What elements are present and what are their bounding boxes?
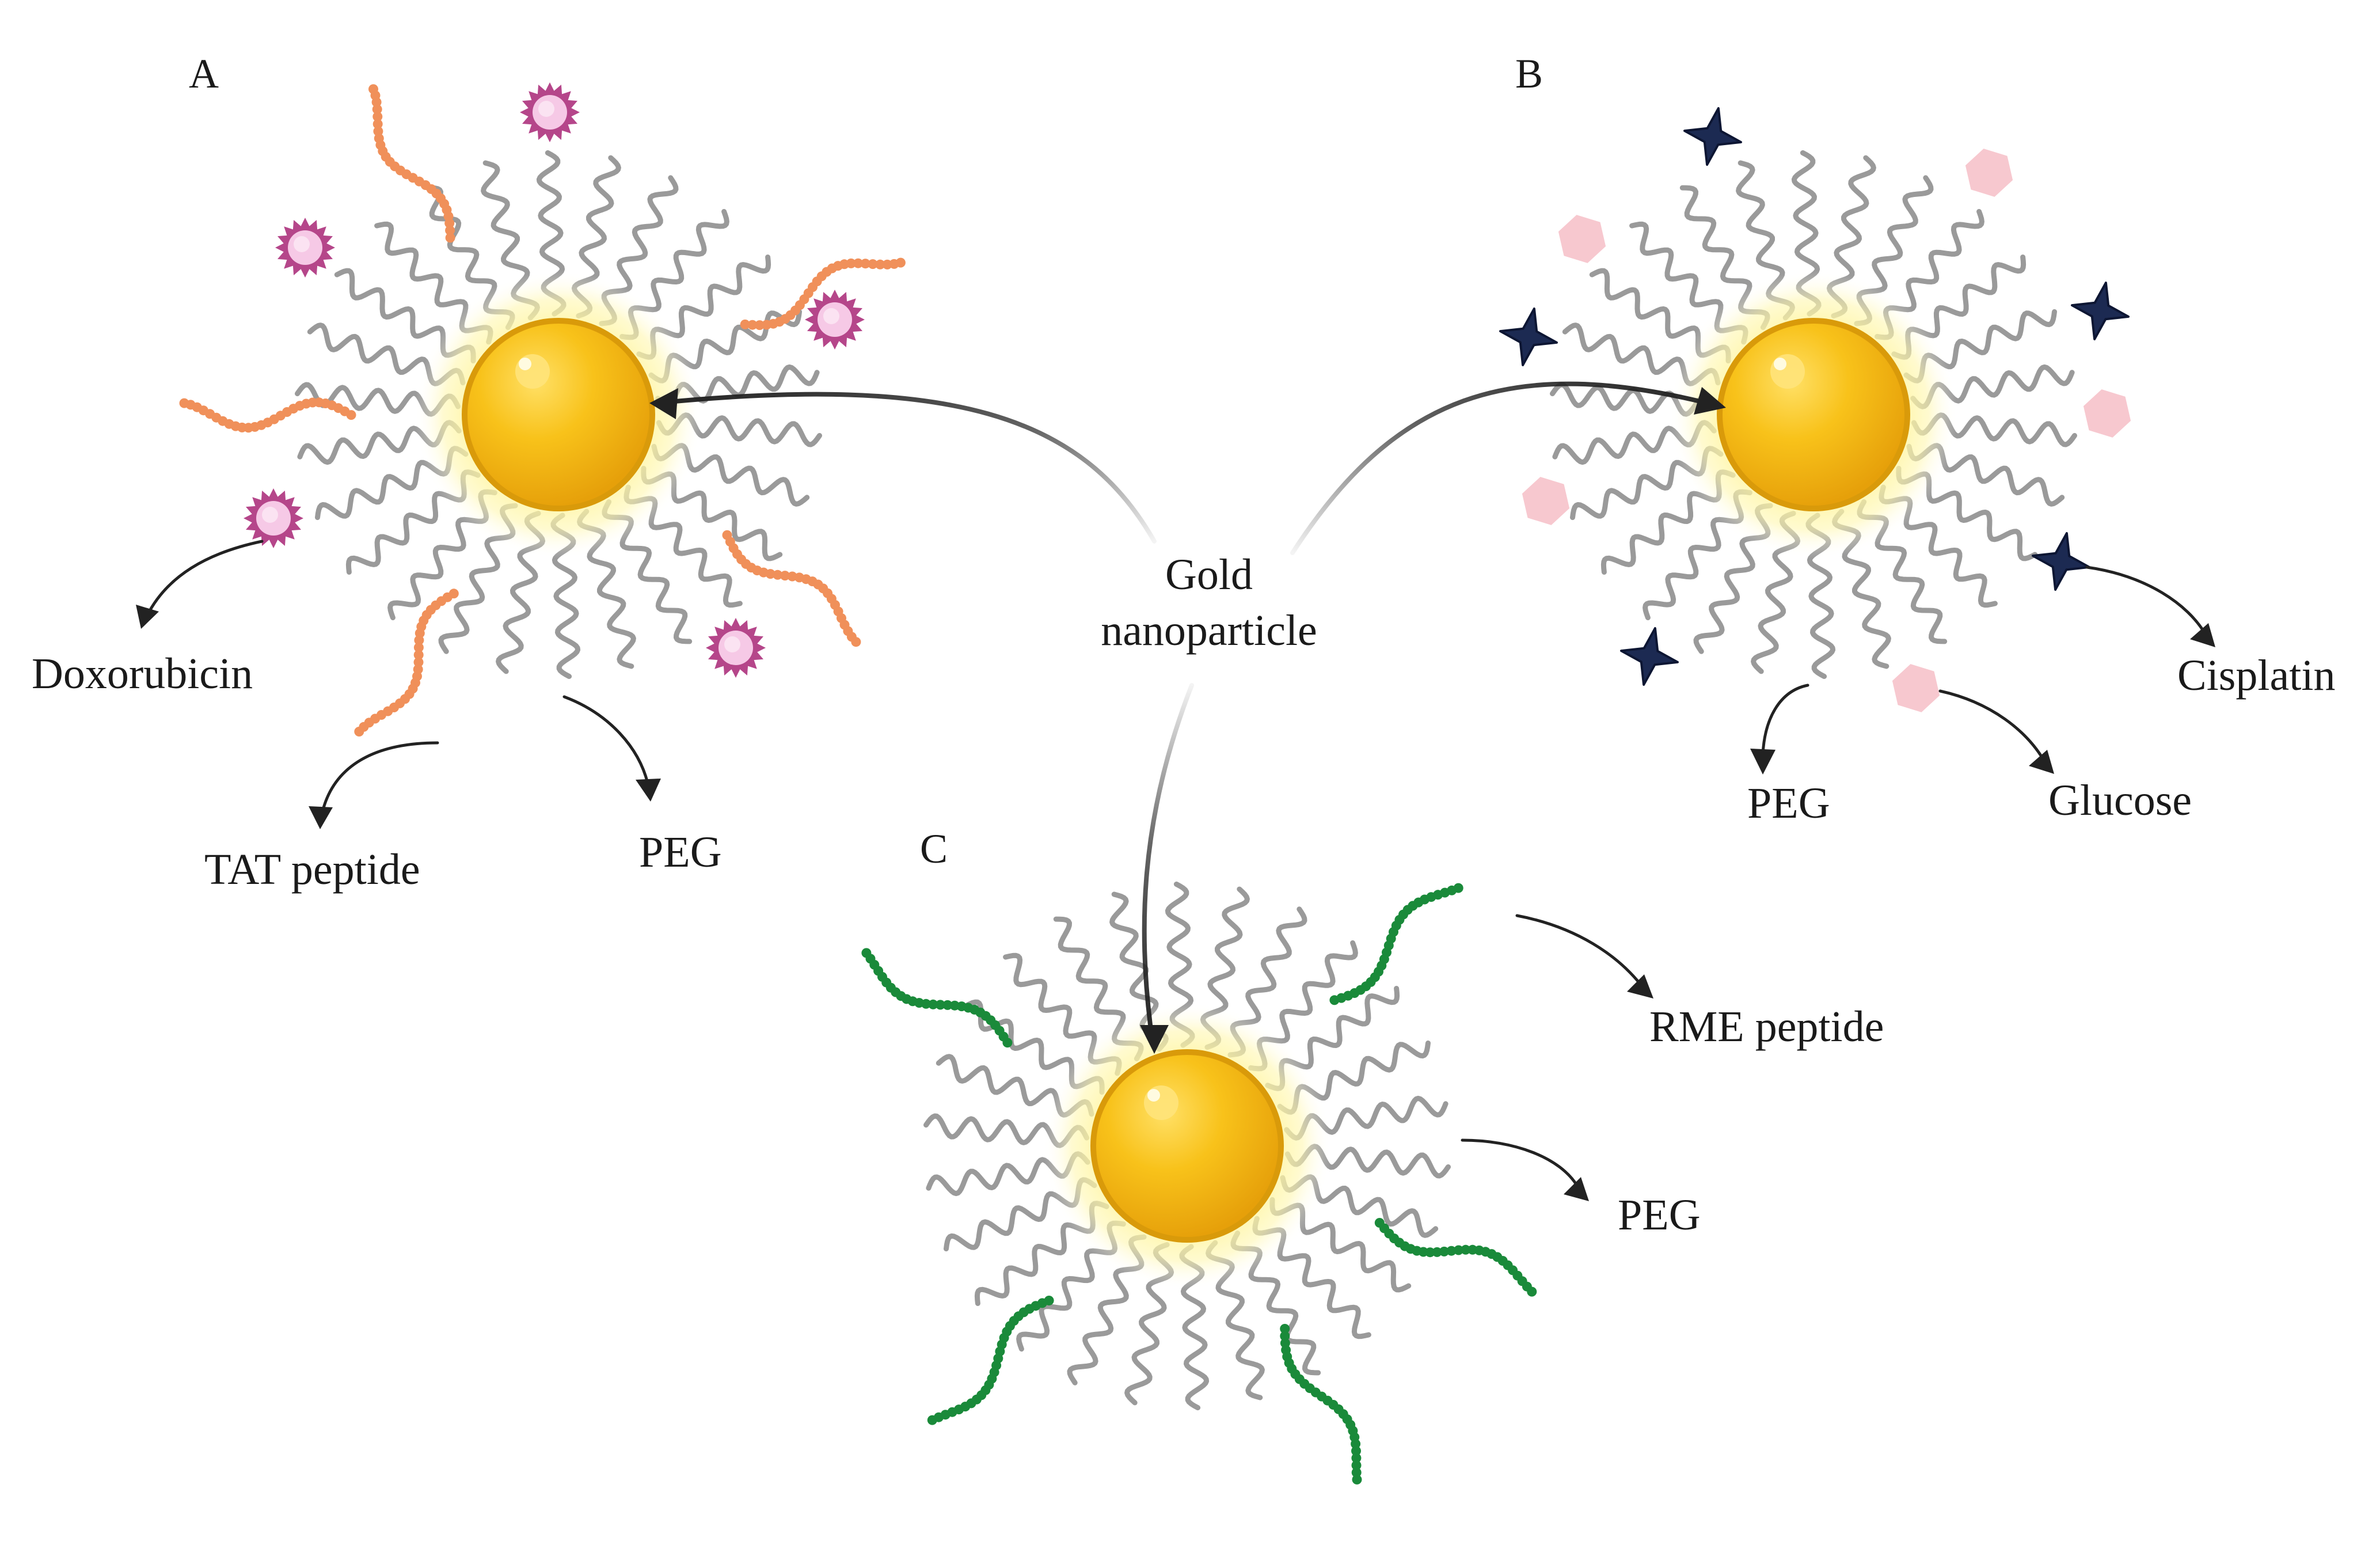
- tat-peptide-chain: [740, 257, 906, 331]
- label-peg-A: PEG: [639, 828, 722, 876]
- center-arrows: [649, 381, 1726, 1054]
- pointer-peg-C-head: [1564, 1177, 1589, 1201]
- nanoparticle-A: [179, 82, 906, 737]
- label-rme-peptide: RME peptide: [1649, 1003, 1884, 1051]
- rme-peptide-chain: [1374, 1218, 1537, 1297]
- cisplatin-icon: [1683, 107, 1742, 166]
- label-peg-C: PEG: [1618, 1191, 1701, 1239]
- label-glucose: Glucose: [2048, 776, 2192, 825]
- pointer-glucose-head: [2029, 750, 2054, 774]
- gold-core-glint: [1774, 358, 1786, 370]
- glucose-icon: [1522, 477, 1570, 525]
- tat-peptide-chain: [722, 530, 861, 647]
- gold-core-highlight: [1770, 354, 1805, 389]
- cisplatin-icon: [1499, 308, 1558, 366]
- pointer-peg-A-head: [636, 779, 661, 802]
- arrow-head-C: [1140, 1025, 1169, 1054]
- tat-peptide-chain: [179, 397, 356, 433]
- arrow-head-B: [1694, 387, 1726, 415]
- center-label-line2: nanoparticle: [1101, 606, 1317, 655]
- gold-core-highlight: [1144, 1085, 1178, 1120]
- panel-C-annotations: RME peptide PEG: [1461, 914, 1884, 1239]
- pointer-tat-head: [309, 806, 333, 829]
- gold-core-glint: [519, 358, 531, 370]
- panel-letter-C: C: [920, 826, 948, 872]
- label-cisplatin: Cisplatin: [2177, 651, 2335, 700]
- pointer-cisplatin-head: [2190, 623, 2215, 647]
- nanoparticle-C: [861, 881, 1537, 1485]
- pointer-tat: [321, 741, 439, 814]
- doxorubicin-icon: [706, 618, 766, 678]
- doxorubicin-icon: [275, 218, 335, 278]
- label-doxorubicin: Doxorubicin: [32, 650, 253, 698]
- rme-peptide-chain: [861, 948, 1013, 1048]
- arrow-head-A: [649, 388, 678, 419]
- center-label-line1: Gold: [1165, 551, 1253, 599]
- pointer-peg-C: [1461, 1138, 1579, 1188]
- label-tat-peptide: TAT peptide: [204, 845, 420, 894]
- pointer-doxorubicin: [145, 540, 264, 618]
- pointer-glucose: [1938, 689, 2046, 762]
- doxorubicin-icon: [520, 82, 580, 142]
- glucose-icon: [1892, 664, 1940, 712]
- arrow-to-B: [1290, 381, 1721, 555]
- rme-peptide-chain: [927, 1296, 1054, 1425]
- tat-peptide-chain: [368, 84, 455, 243]
- pointer-peg-A: [562, 695, 649, 785]
- pointer-rme-head: [1627, 974, 1653, 999]
- glucose-icon: [2083, 389, 2131, 438]
- panel-A-annotations: Doxorubicin TAT peptide PEG: [32, 540, 722, 894]
- cisplatin-icon: [2071, 282, 2130, 340]
- panel-letter-A: A: [189, 51, 219, 97]
- gold-core-highlight: [515, 354, 550, 389]
- rme-peptide-chain: [1280, 1324, 1362, 1485]
- panel-B-annotations: Cisplatin PEG Glucose: [1747, 565, 2335, 827]
- gold-core: [1723, 324, 1904, 506]
- cisplatin-icon: [2032, 532, 2090, 591]
- gold-core: [1096, 1055, 1278, 1237]
- doxorubicin-icon: [805, 290, 865, 350]
- gold-core: [467, 324, 649, 506]
- label-peg-B: PEG: [1747, 779, 1830, 827]
- panel-letter-B: B: [1515, 51, 1543, 97]
- glucose-icon: [1558, 215, 1606, 263]
- pointer-rme: [1515, 914, 1643, 986]
- doxorubicin-icon: [244, 488, 303, 548]
- tat-peptide-chain: [354, 589, 459, 737]
- arrow-to-A: [654, 392, 1157, 544]
- arrow-to-C: [1142, 683, 1194, 1045]
- pointer-doxorubicin-head: [136, 605, 159, 629]
- pointer-peg-B-head: [1750, 749, 1776, 775]
- cisplatin-icon: [1620, 627, 1679, 686]
- gold-core-glint: [1147, 1089, 1160, 1102]
- rme-peptide-chain: [1329, 883, 1463, 1005]
- nanoparticle-B: [1499, 107, 2131, 712]
- pointer-peg-B: [1761, 684, 1809, 756]
- glucose-icon: [1965, 149, 2013, 197]
- pointer-cisplatin: [2085, 565, 2207, 635]
